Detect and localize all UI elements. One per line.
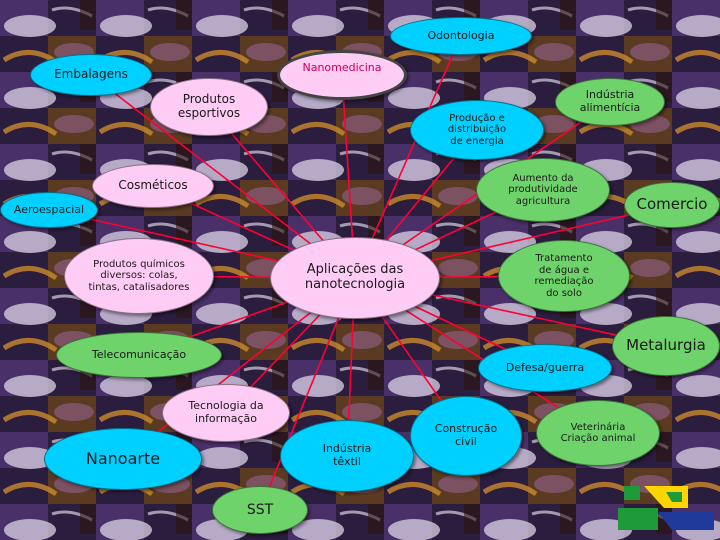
node-label: Tratamento de água e remediação do solo (534, 253, 594, 299)
node-label: Cosméticos (118, 178, 188, 193)
node-label: Metalurgia (626, 336, 706, 355)
node-label: Nanomedicina (302, 60, 382, 74)
node-label: Aplicações das nanotecnologia (304, 262, 406, 292)
node-metalurgia[interactable]: Metalurgia (612, 316, 720, 376)
node-tratamento-agua[interactable]: Tratamento de água e remediação do solo (498, 240, 630, 312)
node-producao-energia[interactable]: Produção e distribuição de energia (410, 100, 544, 160)
node-center-aplicacoes[interactable]: Aplicações das nanotecnologia (270, 237, 440, 319)
node-tecnologia-informacao[interactable]: Tecnologia da informação (162, 384, 290, 442)
node-label: Defesa/guerra (505, 360, 585, 374)
node-nanoarte[interactable]: Nanoarte (44, 428, 202, 490)
node-label: Embalagens (54, 67, 128, 82)
node-agricultura[interactable]: Aumento da produtividade agricultura (476, 158, 610, 222)
node-label: Telecomunicação (91, 347, 187, 361)
node-industria-alimenticia[interactable]: Indústria alimentícia (555, 78, 665, 126)
node-produtos-quimicos[interactable]: Produtos químicos diversos: colas, tinta… (64, 238, 214, 314)
node-defesa[interactable]: Defesa/guerra (478, 344, 612, 392)
node-label: Odontologia (427, 28, 495, 42)
institution-logo-icon (618, 486, 714, 530)
node-label: Produtos esportivos (177, 92, 241, 120)
node-label: Construção civil (434, 422, 498, 448)
node-label: Indústria alimentícia (579, 88, 641, 114)
node-odontologia[interactable]: Odontologia (390, 17, 532, 55)
node-sst[interactable]: SST (212, 486, 308, 534)
node-label: Produção e distribuição de energia (447, 112, 507, 147)
node-embalagens[interactable]: Embalagens (30, 54, 152, 96)
node-aeroespacial[interactable]: Aeroespacial (0, 192, 98, 228)
node-comercio[interactable]: Comercio (624, 182, 720, 228)
node-label: Produtos químicos diversos: colas, tinta… (88, 258, 190, 293)
node-label: Comercio (636, 195, 708, 214)
node-veterinaria[interactable]: Veterinária Criação animal (536, 400, 660, 466)
node-label: Indústria têxtil (322, 442, 372, 468)
node-label: Tecnologia da informação (188, 399, 264, 425)
node-label: Aumento da produtividade agricultura (508, 172, 578, 207)
node-construcao-civil[interactable]: Construção civil (410, 396, 522, 476)
node-label: SST (246, 501, 274, 518)
node-industria-textil[interactable]: Indústria têxtil (280, 420, 414, 492)
node-telecomunicacao[interactable]: Telecomunicação (56, 332, 222, 378)
node-label: Nanoarte (85, 448, 161, 468)
node-produtos-esportivos[interactable]: Produtos esportivos (150, 78, 268, 136)
node-label: Veterinária Criação animal (560, 421, 636, 445)
node-label: Aeroespacial (13, 202, 85, 216)
node-cosmeticos[interactable]: Cosméticos (92, 164, 214, 208)
node-nanomedicina[interactable]: Nanomedicina (277, 50, 407, 100)
